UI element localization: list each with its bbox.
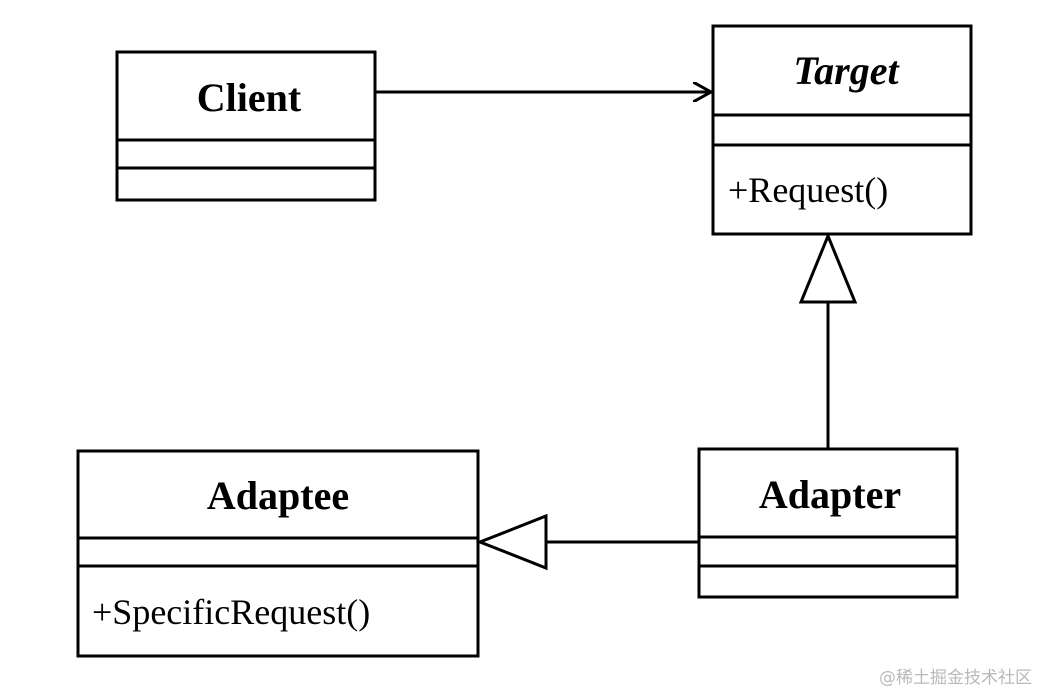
target-method-request: +Request(): [728, 170, 888, 210]
site-watermark: @稀土掘金技术社区: [879, 668, 1032, 688]
adapter-class[interactable]: Adapter: [697, 447, 959, 599]
adapter-adaptee-generalization-arrowhead: [475, 513, 548, 571]
target-class-box: [711, 24, 973, 236]
client-class-name: Client: [197, 75, 302, 120]
adaptee-class-name: Adaptee: [207, 473, 349, 518]
adaptee-class-box: [76, 449, 480, 658]
adaptee-class[interactable]: Adaptee +SpecificRequest(): [76, 449, 480, 658]
target-class[interactable]: Target +Request(): [711, 24, 973, 236]
client-class-box: [115, 50, 377, 202]
adaptee-method-specific-request: +SpecificRequest(): [92, 592, 370, 632]
client-class[interactable]: Client: [115, 50, 377, 202]
target-class-name: Target: [793, 48, 900, 93]
adapter-target-generalization-arrowhead: [798, 232, 858, 304]
adapter-class-name: Adapter: [759, 472, 901, 517]
